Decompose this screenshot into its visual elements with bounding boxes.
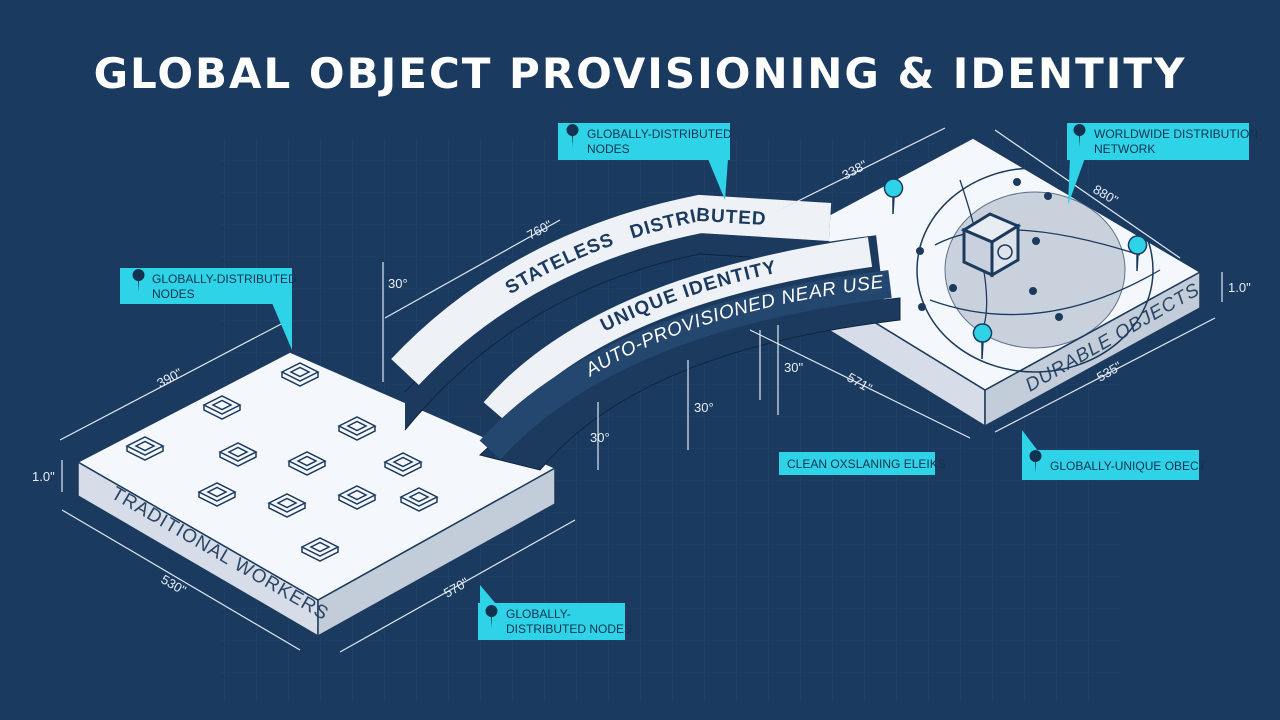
dim-left-depth: 390" <box>154 365 185 391</box>
chip-icon <box>202 395 242 420</box>
page-title: GLOBAL OBJECT PROVISIONING & IDENTITY <box>94 49 1187 98</box>
dim-angle-3: 30° <box>694 400 714 415</box>
dim-angle-2: 30" <box>784 360 803 375</box>
svg-text:GLOBALLY-DISTRIBUTED: GLOBALLY-DISTRIBUTED <box>152 272 297 286</box>
dim-left-height: 1.0" <box>32 469 55 484</box>
svg-text:CLEAN OXSLANING ELEIKS: CLEAN OXSLANING ELEIKS <box>787 457 946 471</box>
callout-bottom-nodes: GLOBALLY- DISTRIBUTED NODES <box>478 585 632 640</box>
map-pin-icon <box>132 269 145 292</box>
chip-icon <box>287 451 327 476</box>
chip-icon <box>280 362 320 387</box>
chip-icon <box>337 485 377 510</box>
svg-text:DISTRIBUTED NODES: DISTRIBUTED NODES <box>506 622 632 636</box>
callout-left-nodes: GLOBALLY-DISTRIBUTED NODES <box>120 268 297 350</box>
svg-text:WORLDWIDE DISTRIBUTION: WORLDWIDE DISTRIBUTION <box>1094 127 1258 141</box>
map-pin-icon <box>1029 450 1042 473</box>
chip-icon <box>218 442 258 467</box>
svg-text:NODES: NODES <box>587 142 630 156</box>
map-pin-icon <box>485 605 498 628</box>
dim-right-height: 1.0" <box>1228 280 1251 295</box>
callout-clean-label: CLEAN OXSLANING ELEIKS <box>779 452 946 475</box>
chip-icon <box>197 482 237 507</box>
chip-icon <box>267 493 307 518</box>
chip-icon <box>399 487 439 512</box>
chip-icons <box>125 362 439 562</box>
dim-angle-1: 30° <box>388 276 408 291</box>
map-pin-icon <box>566 124 579 147</box>
callout-top-nodes: GLOBALLY-DISTRIBUTED NODES <box>558 123 732 200</box>
svg-text:GLOBALLY-UNIQUE OBECT: GLOBALLY-UNIQUE OBECT <box>1050 459 1207 473</box>
dim-left-width: 530" <box>159 572 190 598</box>
chip-icon <box>337 416 377 441</box>
dim-angle-4: 30° <box>590 430 610 445</box>
chip-icon <box>300 537 340 562</box>
svg-text:NODES: NODES <box>152 287 195 301</box>
left-platform-traditional-workers: TRADITIONAL WORKERS <box>76 351 557 638</box>
map-pin-icon <box>1073 124 1086 147</box>
object-cube-icon <box>960 212 1022 278</box>
callout-worldwide-network: WORLDWIDE DISTRIBUTION NETWORK <box>1067 123 1258 205</box>
svg-text:NETWORK: NETWORK <box>1094 142 1155 156</box>
chip-icon <box>383 452 423 477</box>
svg-text:GLOBALLY-DISTRIBUTED: GLOBALLY-DISTRIBUTED <box>587 127 732 141</box>
chip-icon <box>125 436 165 461</box>
map-pin-icon <box>883 178 1148 360</box>
callout-globally-unique-object: GLOBALLY-UNIQUE OBECT <box>1022 430 1207 480</box>
svg-text:GLOBALLY-: GLOBALLY- <box>506 607 571 621</box>
